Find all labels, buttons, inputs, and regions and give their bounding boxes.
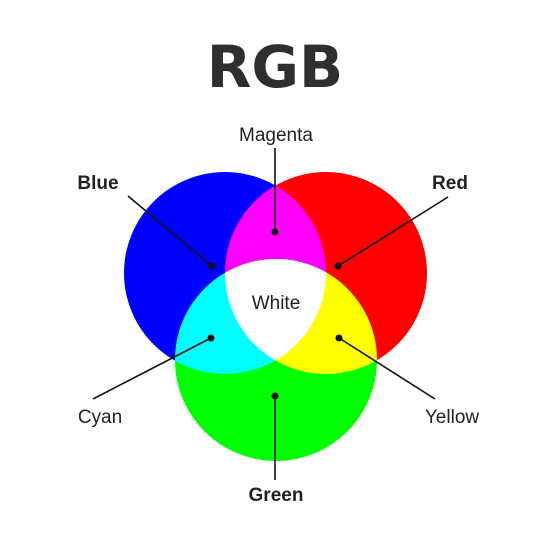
leader-line-cyan [92,337,212,400]
marker-dot-green [271,392,279,400]
leader-line-red [337,196,449,267]
label-magenta: Magenta [239,125,313,146]
label-cyan: Cyan [78,407,122,428]
label-green: Green [249,485,304,506]
label-red: Red [432,173,468,194]
leader-line-blue [127,195,213,267]
marker-dot-magenta [271,228,279,236]
label-blue: Blue [77,173,118,194]
label-yellow: Yellow [425,407,480,428]
diagram-title: RGB [207,33,343,101]
marker-dot-blue [208,262,216,270]
marker-dot-red [334,262,342,270]
label-white: White [252,293,301,314]
leader-line-yellow [338,337,436,400]
marker-dot-yellow [335,334,343,342]
marker-dot-cyan [207,334,215,342]
